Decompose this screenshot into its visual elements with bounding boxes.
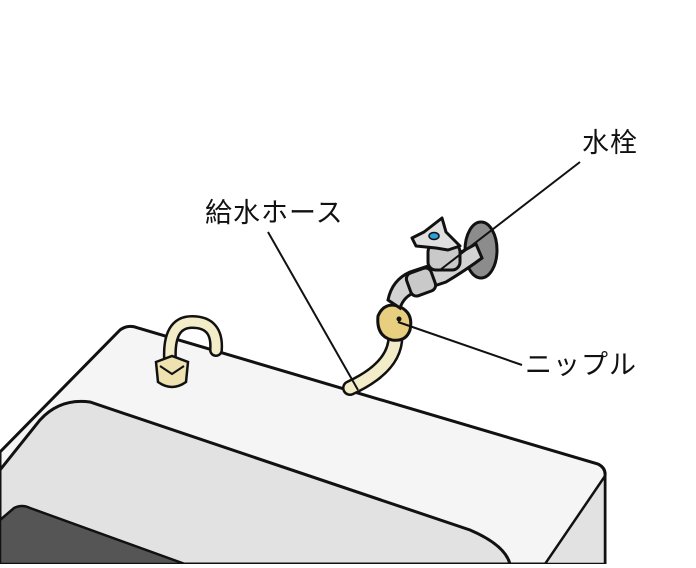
supply-hose-label: 給水ホース xyxy=(205,198,344,229)
faucet-label: 水栓 xyxy=(582,128,638,159)
nipple-fitting xyxy=(376,303,413,342)
faucet xyxy=(386,216,499,311)
nipple-label: ニップル xyxy=(525,350,637,381)
inlet-hose-loop xyxy=(154,314,224,389)
washer-cabinet xyxy=(0,324,607,566)
leader-lines xyxy=(267,161,581,391)
